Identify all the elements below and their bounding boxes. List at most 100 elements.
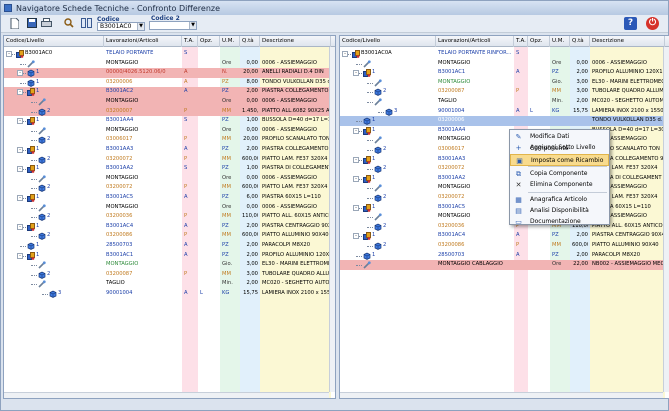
expand-collapse-toggle[interactable]: - xyxy=(17,70,23,77)
expand-collapse-toggle[interactable]: - xyxy=(353,156,359,163)
codice2-combo[interactable]: ▼ xyxy=(149,21,197,30)
expand-collapse-toggle[interactable]: - xyxy=(17,252,23,259)
column-header-qta[interactable]: Q.tà xyxy=(240,36,260,47)
help-icon[interactable]: ? xyxy=(624,17,637,30)
compare-icon[interactable] xyxy=(81,17,92,29)
menu-item-anagrafica-articolo[interactable]: ▦Anagrafica Articolo xyxy=(510,194,609,206)
expand-collapse-toggle[interactable]: - xyxy=(17,166,23,173)
column-header-opz[interactable]: Opz. xyxy=(198,36,220,47)
print-icon[interactable] xyxy=(41,17,52,29)
menu-item-copia-componente[interactable]: ⧉Copia Componente xyxy=(510,168,609,180)
column-header-opz[interactable]: Opz. xyxy=(528,36,550,47)
expand-collapse-toggle[interactable]: - xyxy=(17,89,23,96)
codice-combo[interactable]: B3001AC0 ▼ xyxy=(97,22,145,31)
column-header-codice[interactable]: Codice/Livello xyxy=(4,36,104,47)
expand-collapse-toggle[interactable]: - xyxy=(353,204,359,211)
column-header-lav[interactable]: Lavorazioni/Articoli xyxy=(436,36,514,47)
column-header-lav[interactable]: Lavorazioni/Articoli xyxy=(104,36,182,47)
chevron-down-icon[interactable]: ▼ xyxy=(189,22,196,29)
column-header-ta[interactable]: T.A. xyxy=(182,36,198,47)
expand-collapse-toggle[interactable]: - xyxy=(342,51,348,57)
chevron-down-icon[interactable]: ▼ xyxy=(137,23,144,30)
expand-collapse-toggle[interactable]: - xyxy=(353,233,359,240)
vertical-scrollbar[interactable] xyxy=(329,47,335,392)
horizontal-scrollbar[interactable] xyxy=(340,392,663,398)
menu-item-imposta-come-ricambio[interactable]: ▣Imposta come Ricambio xyxy=(510,153,609,166)
menu-item-aggiungi-sotto-livello[interactable]: +Aggiungi Sotto Livello xyxy=(510,142,609,154)
expand-collapse-toggle[interactable]: - xyxy=(353,175,359,182)
horizontal-scrollbar[interactable] xyxy=(4,392,329,398)
column-header-desc[interactable]: Descrizione xyxy=(590,36,665,47)
column-header-qta[interactable]: Q.tà xyxy=(570,36,590,47)
column-header-um[interactable]: U.M. xyxy=(550,36,570,47)
expand-collapse-toggle[interactable]: - xyxy=(17,147,23,153)
menu-item-modifica-dati-componente[interactable]: ✎Modifica Dati Componente xyxy=(510,131,609,152)
exit-icon[interactable]: ⏻ xyxy=(646,17,659,30)
vertical-scrollbar[interactable] xyxy=(663,47,669,392)
search-icon[interactable] xyxy=(63,17,74,29)
column-header-um[interactable]: U.M. xyxy=(220,36,240,47)
save-icon[interactable] xyxy=(26,17,37,29)
column-header-desc[interactable]: Descrizione xyxy=(260,36,331,47)
expand-collapse-toggle[interactable]: - xyxy=(6,51,12,57)
expand-collapse-toggle[interactable]: - xyxy=(17,223,23,230)
expand-collapse-toggle[interactable]: - xyxy=(17,195,23,201)
new-icon[interactable] xyxy=(9,17,20,29)
column-header-ta[interactable]: T.A. xyxy=(514,36,528,47)
menu-item-elimina-componente[interactable]: ✕Elimina Componente xyxy=(510,179,609,191)
expand-collapse-toggle[interactable]: - xyxy=(353,127,359,134)
menu-item-documentazione[interactable]: ▭Documentazione xyxy=(510,216,609,228)
expand-collapse-toggle[interactable]: - xyxy=(353,70,359,77)
menu-item-analisi-disponibilit[interactable]: ▤Analisi Disponibilità xyxy=(510,205,609,217)
expand-collapse-toggle[interactable]: - xyxy=(17,118,23,125)
